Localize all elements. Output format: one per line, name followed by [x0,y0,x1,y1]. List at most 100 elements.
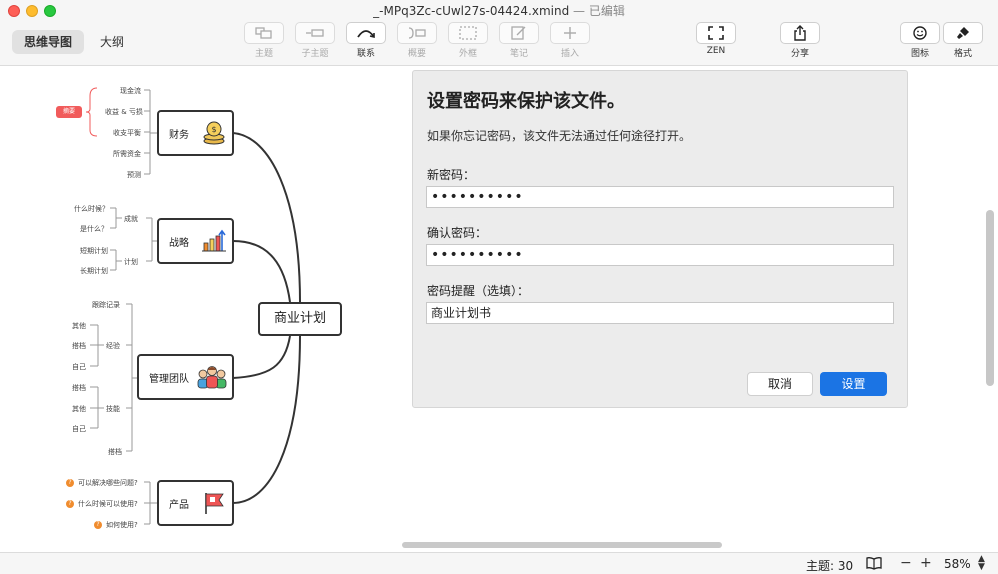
format-panel-label: 格式 [953,49,972,59]
zoom-window-button[interactable] [44,5,56,17]
document-status: — 已编辑 [569,4,625,18]
topic-finance-label: 财务 [169,129,189,141]
team-leaf-4[interactable]: 搭档 [72,384,86,392]
note-button[interactable]: 笔记 [498,22,540,59]
finance-leaf-4[interactable]: 所需资金 [113,150,141,158]
strategy-group-1[interactable]: 成就 [124,215,138,223]
new-password-field[interactable]: •••••••••• [426,186,894,208]
svg-text:$: $ [211,125,216,134]
team-bottom-leaf[interactable]: 搭档 [108,448,122,456]
summary-button[interactable]: 概要 [396,22,438,59]
share-label: 分享 [790,49,809,59]
summary-icon [408,27,426,39]
summary-tag[interactable]: 摘要 [56,106,82,118]
brush-icon [957,27,969,39]
icon-panel-label: 图标 [910,49,929,59]
strategy-leaf-3[interactable]: 短期计划 [80,247,108,255]
central-topic[interactable]: 商业计划 [258,302,342,336]
bar-chart-icon [202,229,226,252]
question-icon: ? [94,521,102,529]
title-bar: _-MPq3Zc-cUwl27s-04424.xmind — 已编辑 思维导图 … [0,0,998,66]
team-group-2[interactable]: 技能 [106,405,120,413]
topic-product[interactable]: 产品 [157,480,234,526]
finance-leaf-2[interactable]: 收益 & 亏损 [105,108,143,116]
boundary-label: 外框 [458,49,477,59]
topic-count: 主题: 30 [806,559,854,573]
share-icon [794,25,806,41]
strategy-leaf-2[interactable]: 是什么？ [80,225,108,233]
icon-panel-button[interactable]: 图标 [899,22,941,59]
share-button[interactable]: 分享 [779,22,821,59]
password-hint-label: 密码提醒（选填）： [427,284,530,298]
insert-label: 插入 [560,49,579,59]
password-dialog: 设置密码来保护该文件。 如果你忘记密码，该文件无法通过任何途径打开。 新密码： … [412,70,908,408]
product-leaf-1-text: 可以解决哪些问题? [78,479,138,487]
zen-label: ZEN [706,46,726,56]
subtopic-button[interactable]: 子主题 [294,22,336,59]
confirm-password-field[interactable]: •••••••••• [426,244,894,266]
finance-leaf-1[interactable]: 现金流 [120,87,141,95]
boundary-icon [459,26,477,40]
close-window-button[interactable] [8,5,20,17]
team-leaf-6[interactable]: 自己 [72,425,86,433]
tab-outline[interactable]: 大纲 [100,35,125,49]
team-leaf-1[interactable]: 其他 [72,322,86,330]
product-leaf-2[interactable]: ?什么时候可以使用? [66,499,138,509]
team-leaf-5[interactable]: 其他 [72,405,86,413]
confirm-password-label: 确认密码： [427,226,488,240]
subtopic-icon [306,29,324,37]
relationship-label: 联系 [356,49,375,59]
password-hint-field[interactable]: 商业计划书 [426,302,894,324]
team-top-leaf[interactable]: 跟踪记录 [92,301,120,309]
topic-team[interactable]: 管理团队 [137,354,234,400]
product-leaf-3[interactable]: ? 如何使用? [94,520,138,530]
team-leaf-3[interactable]: 自己 [72,363,86,371]
cancel-button[interactable]: 取消 [747,372,813,396]
zoom-level: 58% [944,557,971,571]
boundary-button[interactable]: 外框 [447,22,489,59]
minimize-window-button[interactable] [26,5,38,17]
topic-product-label: 产品 [169,499,189,511]
zoom-out-button[interactable]: − [900,555,912,571]
finance-leaf-5[interactable]: 预测 [127,171,141,179]
set-password-button[interactable]: 设置 [820,372,887,396]
product-leaf-2-text: 什么时候可以使用? [78,500,138,508]
status-bar: 主题: 30 − + 58% ▲▼ [0,552,998,574]
view-switcher: 思维导图 大纲 [12,30,136,54]
product-leaf-3-text: 如何使用? [106,521,138,529]
zen-button[interactable]: ZEN [695,22,737,56]
branch-lines [85,87,301,525]
note-icon [511,26,526,40]
team-icon [197,366,227,389]
insert-button[interactable]: 插入 [549,22,591,59]
mindmap-canvas[interactable]: 商业计划 财务 $ 摘要 现金流 收益 & 亏损 收支平衡 所需资金 预测 战略… [0,66,985,542]
horizontal-scrollbar[interactable] [402,542,722,548]
vertical-scrollbar[interactable] [986,210,994,386]
strategy-group-2[interactable]: 计划 [124,258,138,266]
topic-label: 主题 [254,49,273,59]
flag-icon [205,493,224,514]
new-password-label: 新密码： [427,168,476,182]
plus-icon [564,27,576,39]
window-title: _-MPq3Zc-cUwl27s-04424.xmind — 已编辑 [0,2,998,19]
relationship-button[interactable]: 联系 [345,22,387,59]
zoom-in-button[interactable]: + [920,555,932,571]
team-group-1[interactable]: 经验 [106,342,120,350]
topic-strategy[interactable]: 战略 [157,218,234,264]
strategy-leaf-4[interactable]: 长期计划 [80,267,108,275]
format-panel-button[interactable]: 格式 [942,22,984,59]
fullscreen-icon [708,26,724,40]
strategy-leaf-1[interactable]: 什么时候？ [74,205,109,213]
tab-mindmap[interactable]: 思维导图 [12,30,85,54]
topic-button[interactable]: 主题 [243,22,285,59]
dialog-title: 设置密码来保护该文件。 [427,91,625,112]
coins-icon: $ [203,121,225,145]
question-icon: ? [66,479,74,487]
book-icon[interactable] [866,556,882,570]
topic-finance[interactable]: 财务 $ [157,110,234,156]
note-label: 笔记 [509,49,528,59]
team-leaf-2[interactable]: 搭档 [72,342,86,350]
zoom-stepper-icon[interactable]: ▲▼ [978,554,985,572]
product-leaf-1[interactable]: ? 可以解决哪些问题? [66,478,138,488]
finance-leaf-3[interactable]: 收支平衡 [113,129,141,137]
